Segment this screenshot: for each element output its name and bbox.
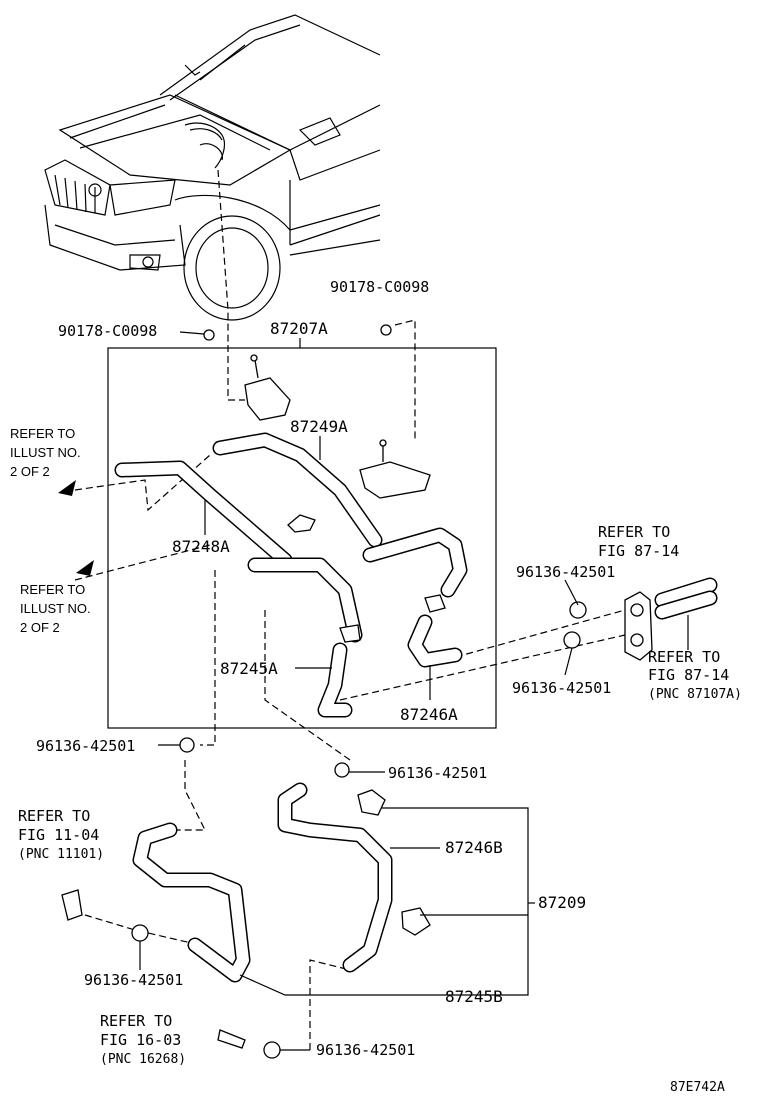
vehicle-illustration (44, 14, 381, 321)
leader-lines (139, 331, 689, 1051)
ref-fig-87-14-a[interactable]: REFER TO FIG 87-14 (598, 523, 679, 560)
svg-text:ILLUST NO.: ILLUST NO. (10, 445, 81, 460)
clamp-bottom[interactable] (263, 1041, 281, 1059)
ref-fig-87-14-b[interactable]: REFER TO FIG 87-14 (PNC 87107A) (648, 648, 742, 702)
label-clamp-right-2: 96136-42501 (512, 679, 611, 697)
hose-87245b[interactable] (132, 822, 251, 983)
dashed-reference-lines (74, 169, 626, 1050)
clip-mid (424, 594, 446, 613)
clip-90178-right[interactable] (380, 324, 392, 336)
arrow-illust-lower (76, 560, 94, 576)
heater-pipe-connector[interactable] (624, 577, 718, 661)
clip-hose-joint (339, 624, 361, 643)
label-87249a: 87249A (290, 417, 348, 436)
clip-90178-left[interactable] (203, 329, 215, 341)
svg-text:(PNC 11101): (PNC 11101) (18, 847, 104, 862)
ref-fig-16-03[interactable]: REFER TO FIG 16-03 (PNC 16268) (100, 1012, 186, 1067)
label-clamp-bottom: 96136-42501 (316, 1041, 415, 1059)
ref-illust-upper[interactable]: REFER TO ILLUST NO. 2 OF 2 (10, 426, 81, 479)
svg-text:(PNC 16268): (PNC 16268) (100, 1052, 186, 1067)
diagram-code: 87E742A (670, 1080, 725, 1095)
clamp-mid-left[interactable] (179, 737, 195, 753)
label-clamp-lower-left: 96136-42501 (84, 971, 183, 989)
svg-text:REFER TO: REFER TO (598, 523, 670, 541)
svg-text:REFER TO: REFER TO (20, 582, 85, 597)
svg-text:FIG 16-03: FIG 16-03 (100, 1031, 181, 1049)
label-87209: 87209 (538, 893, 586, 912)
pipe-stub-16268 (217, 1029, 246, 1049)
svg-text:2 OF 2: 2 OF 2 (20, 620, 60, 635)
label-87207a: 87207A (270, 319, 328, 338)
svg-text:REFER TO: REFER TO (10, 426, 75, 441)
hose-87249a[interactable] (212, 432, 383, 548)
bracket-87209-lower (401, 907, 431, 936)
svg-text:2 OF 2: 2 OF 2 (10, 464, 50, 479)
label-87248a: 87248A (172, 537, 230, 556)
svg-text:REFER TO: REFER TO (18, 807, 90, 825)
svg-text:FIG 87-14: FIG 87-14 (598, 542, 679, 560)
label-clip-top-left: 90178-C0098 (58, 322, 157, 340)
svg-text:FIG 11-04: FIG 11-04 (18, 826, 99, 844)
hose-87245a[interactable] (317, 642, 353, 718)
label-clamp-mid-left: 96136-42501 (36, 737, 135, 755)
clamp-right-1[interactable] (569, 601, 587, 619)
svg-text:ILLUST NO.: ILLUST NO. (20, 601, 91, 616)
clip-small (287, 514, 316, 533)
svg-text:REFER TO: REFER TO (100, 1012, 172, 1030)
hose-upper-right[interactable] (362, 527, 468, 598)
label-87246a: 87246A (400, 705, 458, 724)
label-87246b: 87246B (445, 838, 503, 857)
hose-87248a[interactable] (114, 460, 293, 568)
hose-lower-left[interactable] (247, 557, 363, 643)
bracket-87209-upper (357, 789, 386, 816)
ref-fig-11-04[interactable]: REFER TO FIG 11-04 (PNC 11101) (18, 807, 104, 862)
label-clamp-mid-right: 96136-42501 (388, 764, 487, 782)
svg-text:REFER TO: REFER TO (648, 648, 720, 666)
assembly-box-87207a (107, 347, 497, 729)
label-clamp-right-1: 96136-42501 (516, 563, 615, 581)
hose-87246b[interactable] (277, 782, 393, 973)
pipe-stub-11101 (61, 889, 83, 921)
clamp-right-2[interactable] (563, 631, 581, 649)
bracket-right (359, 439, 431, 499)
svg-text:FIG 87-14: FIG 87-14 (648, 666, 729, 684)
label-87245a: 87245A (220, 659, 278, 678)
svg-text:(PNC 87107A): (PNC 87107A) (648, 687, 742, 702)
hose-87246a[interactable] (407, 614, 463, 668)
clamp-mid-right[interactable] (334, 762, 350, 778)
arrow-illust-upper (58, 480, 76, 496)
label-clip-top-right: 90178-C0098 (330, 278, 429, 296)
label-87245b: 87245B (445, 987, 503, 1006)
bracket-upper (244, 354, 291, 421)
clamp-lower-left[interactable] (131, 924, 149, 942)
ref-illust-lower[interactable]: REFER TO ILLUST NO. 2 OF 2 (20, 582, 91, 635)
